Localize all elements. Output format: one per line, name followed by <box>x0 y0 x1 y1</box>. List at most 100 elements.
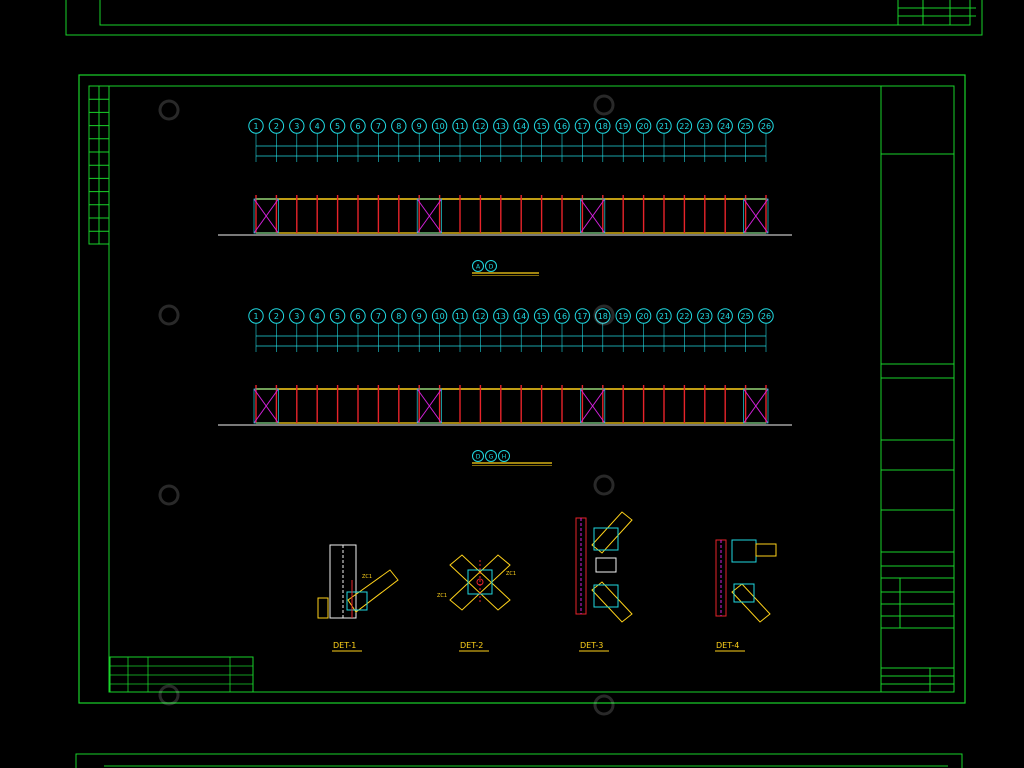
axis-label: 15 <box>537 122 547 131</box>
axis-label: 15 <box>537 312 547 321</box>
axis-label: 8 <box>396 122 401 131</box>
previous-sheet-fragment <box>65 0 983 36</box>
watermark <box>593 304 615 326</box>
watermark <box>158 99 180 121</box>
cross-brace <box>743 388 769 424</box>
axis-label: 19 <box>618 312 628 321</box>
watermark <box>593 474 615 496</box>
axis-label: 10 <box>435 312 445 321</box>
braced-bay-frame <box>743 198 769 234</box>
det1-base-plate <box>317 597 329 619</box>
axis-label: 5 <box>335 122 340 131</box>
axis-label: 24 <box>720 122 730 131</box>
axis-label: 14 <box>516 312 526 321</box>
det4-gusset <box>733 583 755 603</box>
axis-label: 16 <box>557 122 567 131</box>
elevation-title-axis-label: D <box>476 454 481 461</box>
braced-bay-frame <box>416 198 442 234</box>
braced-bay-frame <box>580 198 606 234</box>
axis-label: 16 <box>557 312 567 321</box>
axis-label: 24 <box>720 312 730 321</box>
axis-label: 11 <box>455 122 465 131</box>
watermark-logo-icon <box>158 484 180 506</box>
next-sheet-outer-frame <box>75 753 963 768</box>
connection-details: ZC1 ZC1 ZC1 <box>317 511 777 652</box>
elevation-title-axis-bubble <box>485 260 497 272</box>
braced-bay-frame <box>253 388 279 424</box>
axis-label: 18 <box>598 312 608 321</box>
axis-label: 21 <box>659 312 669 321</box>
axis-label: 18 <box>598 122 608 131</box>
watermark-logo-icon <box>593 304 615 326</box>
axis-label: 6 <box>355 122 360 131</box>
axis-label: 20 <box>639 122 649 131</box>
axis-label: 17 <box>577 312 587 321</box>
det2-member-tag: ZC1 <box>437 593 447 599</box>
det3-stiffener <box>595 557 617 573</box>
watermark <box>593 94 615 116</box>
detail-label-det-4: DET-4 <box>716 641 739 650</box>
cross-brace <box>253 198 279 234</box>
title-block <box>880 86 954 692</box>
axis-label: 5 <box>335 312 340 321</box>
sheet-inner-frame <box>108 85 955 693</box>
axis-label: 26 <box>761 122 771 131</box>
axis-label: 2 <box>274 312 279 321</box>
braced-bay-frame <box>253 198 279 234</box>
watermark <box>158 304 180 326</box>
elevation-title-axis-label: H <box>502 454 507 461</box>
watermark-layer <box>158 94 615 716</box>
material-table <box>109 656 254 693</box>
elevation-title-axis-label: D <box>489 264 494 271</box>
elevation-title-axis-bubble <box>472 260 484 272</box>
elevation-title-axis-label: G <box>489 454 494 461</box>
elevation-title-axis-bubble <box>472 450 484 462</box>
elevation-title-axis-bubble <box>485 450 497 462</box>
axis-label: 25 <box>741 312 751 321</box>
braced-bay-frame <box>416 388 442 424</box>
axis-label: 19 <box>618 122 628 131</box>
axis-label: 7 <box>376 122 381 131</box>
revision-strip <box>88 85 110 245</box>
axis-label: 12 <box>475 122 485 131</box>
axis-label: 25 <box>741 122 751 131</box>
det1-gusset <box>346 591 368 611</box>
watermark-logo-icon <box>593 474 615 496</box>
axis-label: 10 <box>435 122 445 131</box>
axis-label: 3 <box>294 312 299 321</box>
axis-label: 1 <box>253 122 258 131</box>
watermark-logo-icon <box>158 684 180 706</box>
axis-label: 21 <box>659 122 669 131</box>
axis-label: 14 <box>516 122 526 131</box>
material-table-frame <box>109 656 254 693</box>
detail-label-det-1: DET-1 <box>333 641 356 650</box>
previous-sheet-outer-frame <box>65 0 983 36</box>
cross-brace <box>579 388 606 424</box>
det4-beam-stub <box>755 543 777 557</box>
cross-brace <box>743 198 769 234</box>
axis-label: 20 <box>639 312 649 321</box>
axis-label: 8 <box>396 312 401 321</box>
axis-label: 13 <box>496 122 506 131</box>
axis-label: 22 <box>679 122 689 131</box>
watermark-logo-icon <box>158 304 180 326</box>
elevation-title-axis-label: A <box>476 264 481 271</box>
det3-gusset-lower <box>593 584 619 608</box>
axis-label: 1 <box>253 312 258 321</box>
axis-label: 13 <box>496 312 506 321</box>
axis-label: 22 <box>679 312 689 321</box>
cross-brace <box>579 198 606 234</box>
det3-gusset-upper <box>593 527 619 551</box>
braced-bay-frame <box>580 388 606 424</box>
axis-label: 23 <box>700 122 710 131</box>
axis-label: 23 <box>700 312 710 321</box>
next-sheet-fragment <box>75 753 963 768</box>
axis-label: 11 <box>455 312 465 321</box>
watermark <box>158 684 180 706</box>
axis-label: 4 <box>315 312 320 321</box>
detail-label-det-3: DET-3 <box>580 641 603 650</box>
watermark-logo-icon <box>593 694 615 716</box>
